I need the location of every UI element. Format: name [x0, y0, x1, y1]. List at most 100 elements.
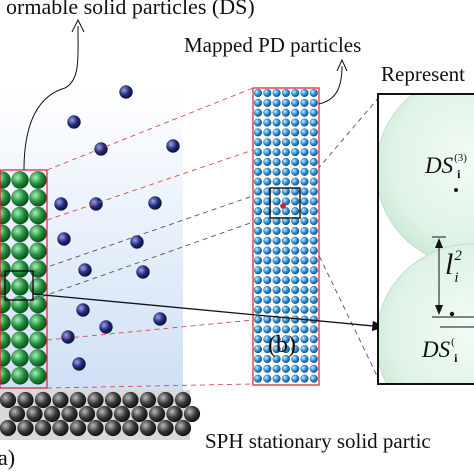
pd-particle [263, 216, 272, 226]
pd-particle [253, 157, 263, 167]
pd-particle [291, 98, 300, 107]
pd-particle [253, 98, 263, 107]
pd-particle [253, 305, 263, 314]
pd-particle [263, 236, 272, 245]
pd-particle [272, 325, 281, 334]
pd-particle [281, 167, 291, 176]
pd-particle [263, 325, 272, 334]
pd-particle [291, 138, 300, 147]
pd-particle [281, 285, 291, 295]
pd-particle [281, 147, 291, 157]
pd-particle [272, 207, 281, 216]
pd-particle [272, 226, 281, 236]
pd-particle [272, 118, 281, 127]
ds-particle [11, 331, 29, 350]
pd-particle [281, 138, 291, 147]
pd-particle [291, 276, 300, 285]
ds-particle [29, 331, 47, 350]
sph-particle [87, 391, 104, 409]
pd-particle [253, 187, 263, 196]
pd-particle [253, 128, 263, 137]
ds-top-text: DS [425, 153, 454, 178]
pd-particle [309, 285, 318, 295]
pd-particle [309, 335, 318, 344]
pd-particle [291, 305, 300, 314]
pd-particle [309, 197, 318, 206]
sph-particle [78, 405, 96, 423]
pd-particle [253, 344, 263, 354]
ds-particle [0, 260, 11, 278]
pd-particle [300, 236, 309, 245]
pd-particle [300, 285, 309, 295]
sph-particle [34, 419, 52, 437]
sph-particle [157, 391, 174, 409]
sph-particle [139, 391, 157, 409]
zoom-arrow [32, 293, 386, 332]
ds-particle [11, 260, 29, 278]
pd-particle [291, 325, 300, 334]
pd-particle [281, 128, 291, 137]
sph-particle [69, 391, 87, 409]
pd-particle [272, 246, 281, 255]
pd-particles-label: Mapped PD particles [184, 33, 362, 57]
fluid-particle [153, 312, 167, 326]
pd-particle [309, 216, 318, 226]
sph-particle [52, 391, 69, 409]
ds-particle [29, 171, 47, 189]
pd-particle [272, 364, 281, 373]
panel-b-label: (b) [268, 332, 296, 358]
pd-particle [291, 256, 300, 265]
fluid-particle [54, 197, 68, 211]
pd-particle [291, 197, 300, 206]
pd-particle [309, 344, 318, 354]
pd-particle [281, 177, 291, 186]
pd-particle [272, 138, 281, 147]
pd-particle [272, 256, 281, 265]
pd-particle [272, 344, 281, 354]
pd-particle [309, 118, 318, 127]
pd-particle [253, 147, 263, 157]
pd-particle [253, 138, 263, 147]
pd-particle [281, 354, 291, 364]
pd-particle [291, 216, 300, 226]
pd-particle [281, 197, 291, 206]
pd-particle [291, 374, 300, 383]
pd-particle [263, 138, 272, 147]
pd-particle [263, 157, 272, 167]
sph-particle [139, 419, 157, 437]
sph-particle [148, 405, 166, 423]
fluid-particle [78, 263, 92, 277]
sph-particle [69, 419, 87, 437]
ds-particle [0, 242, 11, 261]
pd-particle [281, 315, 291, 324]
pd-particle [300, 276, 309, 285]
pd-particle [263, 147, 272, 157]
ds-top-subscript: i [457, 167, 461, 181]
spacing-subscript: i [454, 270, 459, 286]
pd-particle [263, 88, 272, 98]
pd-particle [253, 236, 263, 245]
sph-particle [174, 419, 192, 437]
pd-particle [291, 335, 300, 344]
pd-particle [300, 147, 309, 157]
pd-particle [281, 344, 291, 354]
pd-particle [281, 108, 291, 117]
pd-particle [291, 344, 300, 354]
pd-particle [281, 256, 291, 265]
pd-particle [300, 128, 309, 137]
sph-particles-label: SPH stationary solid partic [205, 429, 431, 453]
pd-particle [309, 236, 318, 245]
fluid-particle [148, 196, 162, 210]
pd-particle [263, 276, 272, 285]
pd-particle [291, 177, 300, 186]
sph-particle [0, 391, 17, 409]
ds-particle [0, 224, 11, 243]
pd-particle [309, 276, 318, 285]
pd-particle [253, 246, 263, 255]
pd-particle [281, 187, 291, 196]
pd-particle [309, 177, 318, 186]
pd-particle [300, 325, 309, 334]
pd-particle [309, 364, 318, 373]
ds-to-pd-mapping-lines [46, 87, 254, 389]
